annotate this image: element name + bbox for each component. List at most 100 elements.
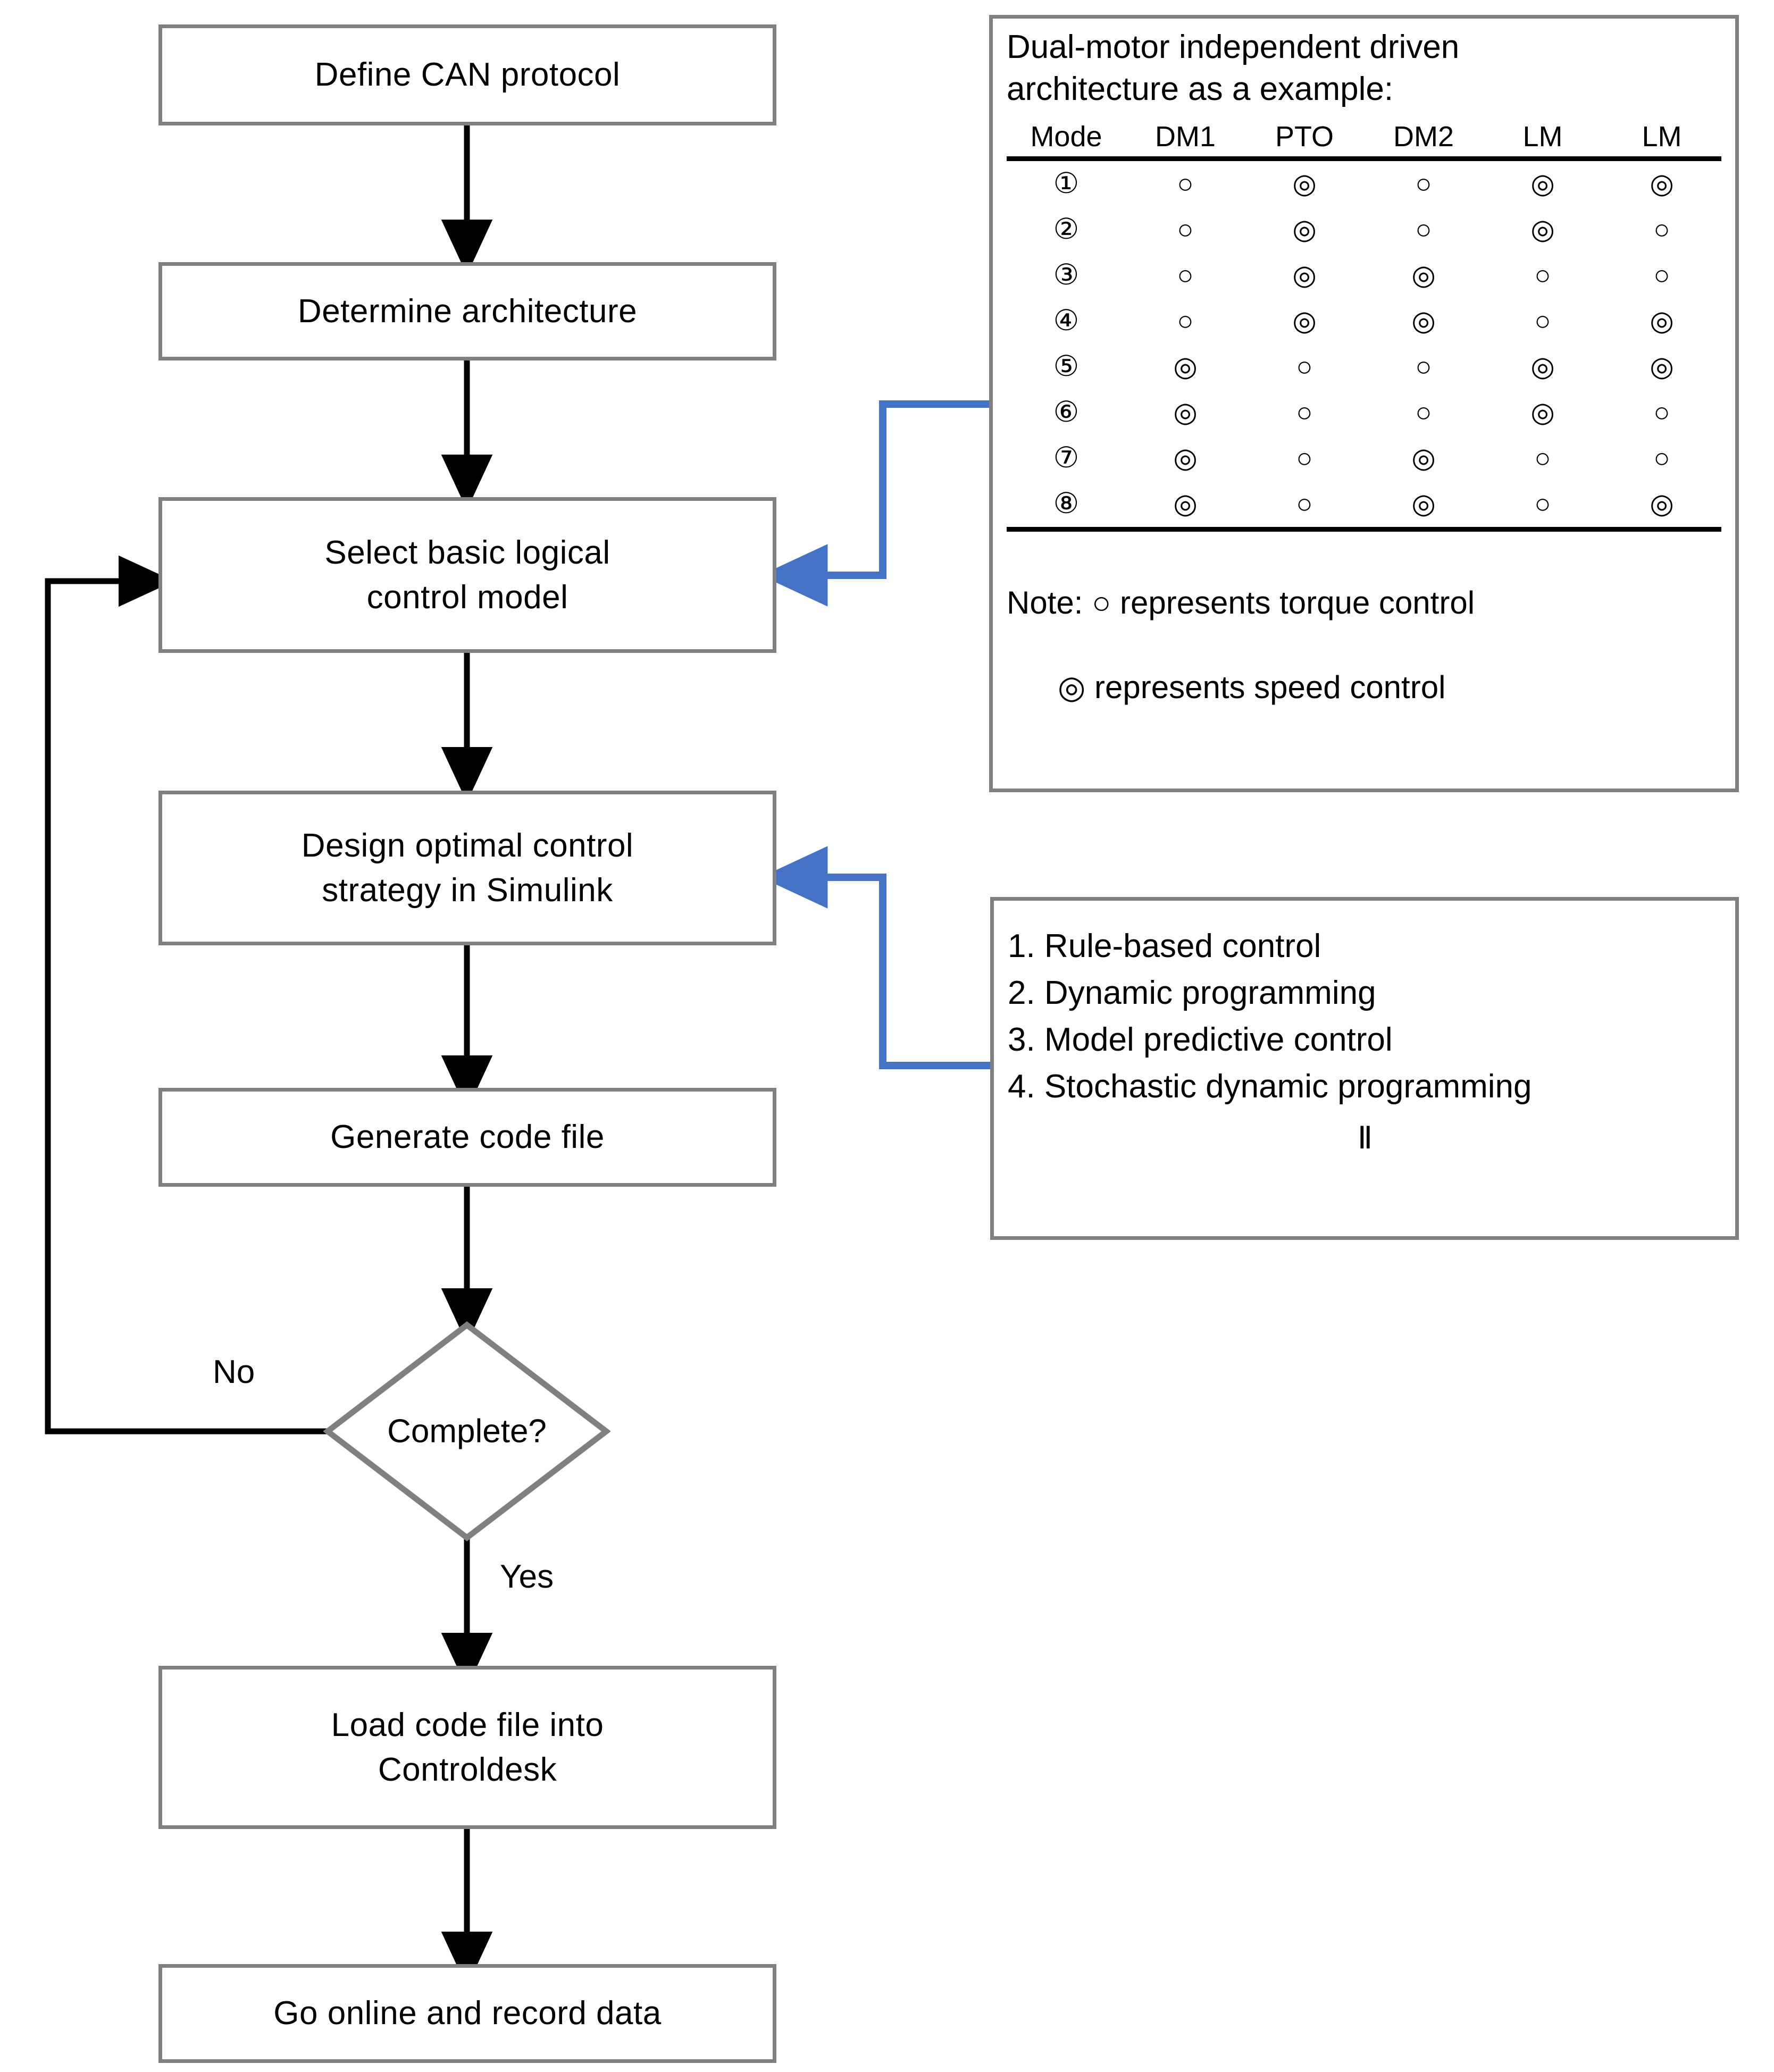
flow-node-label-line-1: Load code file into [331,1706,604,1743]
control-mode-glyph: ○ [1534,259,1551,291]
control-mode-glyph: ○ [1177,214,1194,245]
table-row: ⑤ ◎ ○ ○ ◎ ◎ [1007,344,1721,390]
flow-node-label: Go online and record data [273,1995,662,2032]
col-header-dm2: DM2 [1364,119,1483,161]
cell-lm2: ◎ [1602,298,1721,344]
control-mode-glyph: ○ [1534,488,1551,519]
flow-node-define-can-protocol[interactable]: Define CAN protocol [158,24,776,125]
control-mode-glyph: ○ [1534,305,1551,337]
arrow-no-feedback-loop [45,555,327,1435]
legend-note-line-1: Note: ○ represents torque control [1007,584,1475,620]
mode-number: ⑧ [1007,481,1126,532]
cell-dm2: ○ [1364,390,1483,435]
cell-lm1: ◎ [1483,158,1602,207]
table-row: ③ ○ ◎ ◎ ○ ○ [1007,253,1721,298]
control-mode-glyph: ◎ [1650,351,1674,382]
control-mode-glyph: ○ [1177,259,1194,291]
control-mode-glyph: ○ [1534,442,1551,474]
blue-arrow-architecture-to-select [760,400,989,607]
cell-dm2: ○ [1364,207,1483,253]
flow-node-label-line-1: Design optimal control [301,827,634,864]
table-row: ⑥ ◎ ○ ○ ◎ ○ [1007,390,1721,435]
control-mode-glyph: ○ [1177,168,1194,199]
cell-pto: ◎ [1245,253,1364,298]
cell-dm2: ○ [1364,344,1483,390]
mode-number: ② [1007,207,1126,253]
table-row: ① ○ ◎ ○ ◎ ◎ [1007,158,1721,207]
cell-pto: ○ [1245,344,1364,390]
mode-number-glyph: ③ [1053,258,1080,291]
cell-lm2: ○ [1602,435,1721,481]
cell-dm1: ◎ [1126,481,1245,532]
mode-number-glyph: ⑦ [1053,441,1080,474]
control-mode-glyph: ◎ [1650,488,1674,519]
cell-pto: ○ [1245,390,1364,435]
mode-configuration-table: Mode DM1 PTO DM2 LM LM ① ○ ◎ ○ ◎ [1007,119,1721,532]
list-item: 1. Rule-based control [1008,928,1321,964]
cell-pto: ◎ [1245,207,1364,253]
col-header-lm-1: LM [1483,119,1602,161]
mode-number: ④ [1007,298,1126,344]
mode-number-glyph: ④ [1053,304,1080,337]
control-mode-glyph: ◎ [1530,397,1555,428]
architecture-panel-title-line-2: architecture as a example: [1007,71,1394,108]
cell-lm2: ◎ [1602,158,1721,207]
cell-dm2: ◎ [1364,298,1483,344]
cell-pto: ◎ [1245,298,1364,344]
cell-dm1: ◎ [1126,390,1245,435]
table-row: ⑧ ◎ ○ ◎ ○ ◎ [1007,481,1721,532]
control-strategies-panel: 1. Rule-based control 2. Dynamic program… [990,897,1739,1240]
cell-dm1: ◎ [1126,344,1245,390]
list-item: 3. Model predictive control [1008,1021,1393,1059]
flow-node-generate-code-file[interactable]: Generate code file [158,1088,776,1187]
flow-node-label: Generate code file [330,1119,605,1156]
col-header-lm-2: LM [1602,119,1721,161]
decision-diamond-shape [323,1321,610,1541]
cell-pto: ◎ [1245,158,1364,207]
cell-lm2: ○ [1602,207,1721,253]
control-mode-glyph: ○ [1296,488,1313,519]
control-mode-glyph: ○ [1415,168,1432,199]
cell-dm2: ◎ [1364,253,1483,298]
cell-lm1: ○ [1483,298,1602,344]
mode-number-glyph: ② [1053,213,1080,245]
flow-node-select-basic-logical-control-model[interactable]: Select basic logical control model [158,497,776,653]
mode-number-glyph: ① [1053,167,1080,199]
cell-lm1: ○ [1483,481,1602,532]
control-mode-glyph: ◎ [1530,168,1555,199]
control-mode-glyph: ◎ [1411,442,1436,474]
control-mode-glyph: ◎ [1292,305,1317,337]
cell-dm1: ○ [1126,207,1245,253]
control-mode-glyph: ○ [1296,351,1313,382]
col-header-mode: Mode [1007,119,1126,161]
architecture-info-panel: Dual-motor independent driven architectu… [989,15,1739,792]
flow-node-label-line-1: Select basic logical [324,534,610,571]
architecture-panel-title-line-1: Dual-motor independent driven [1007,29,1460,65]
edge-label-no: No [213,1354,255,1390]
flow-node-determine-architecture[interactable]: Determine architecture [158,262,776,360]
col-header-pto: PTO [1245,119,1364,161]
table-row: ⑦ ◎ ○ ◎ ○ ○ [1007,435,1721,481]
cell-pto: ○ [1245,481,1364,532]
control-mode-glyph: ◎ [1173,397,1198,428]
flow-decision-complete[interactable]: Complete? [323,1321,610,1542]
flow-node-design-optimal-control-strategy[interactable]: Design optimal control strategy in Simul… [158,791,776,945]
col-header-dm1: DM1 [1126,119,1245,161]
cell-lm1: ◎ [1483,207,1602,253]
flow-node-go-online-record-data[interactable]: Go online and record data [158,1964,776,2063]
flow-node-load-code-file[interactable]: Load code file into Controldesk [158,1666,776,1829]
flow-node-label-line-2: strategy in Simulink [322,871,613,909]
mode-number: ① [1007,158,1126,207]
list-item: 4. Stochastic dynamic programming [1008,1068,1532,1105]
mode-number-glyph: ⑥ [1053,396,1080,428]
list-item: 2. Dynamic programming [1008,975,1376,1012]
cell-lm2: ◎ [1602,344,1721,390]
architecture-panel-title: Dual-motor independent driven architectu… [993,19,1735,111]
cell-dm2: ◎ [1364,435,1483,481]
mode-number: ⑦ [1007,435,1126,481]
cell-dm2: ◎ [1364,481,1483,532]
mode-number-glyph: ⑤ [1053,350,1080,382]
cell-lm2: ◎ [1602,481,1721,532]
mode-number: ⑥ [1007,390,1126,435]
